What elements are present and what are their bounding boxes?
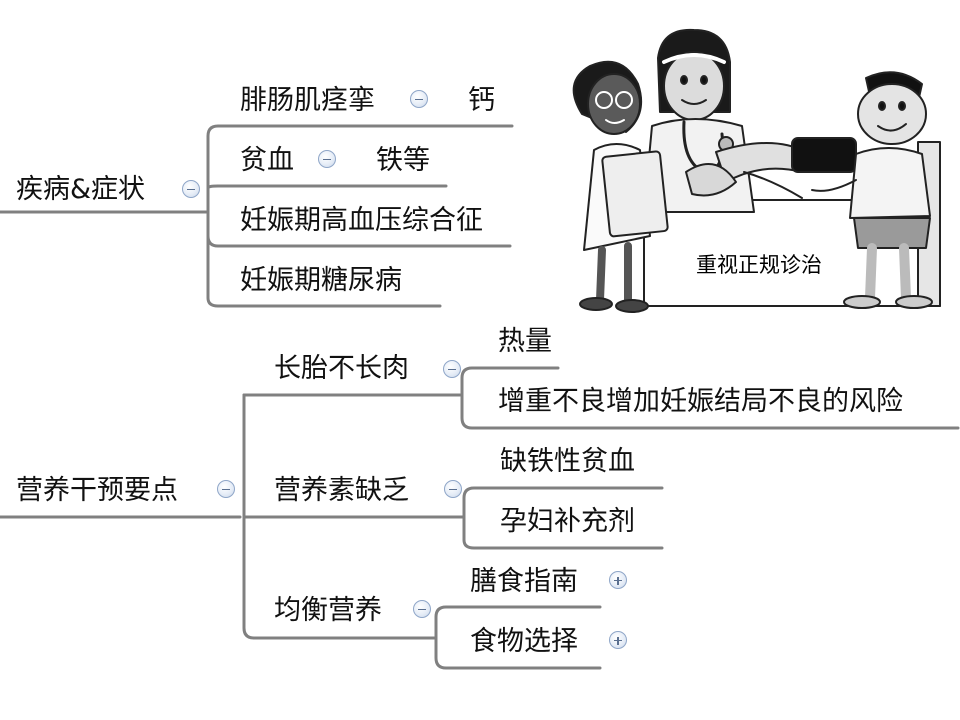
minus-circle-icon	[222, 488, 230, 491]
collapse-toggle-leg-cramp[interactable]	[410, 90, 428, 108]
node-baby-grows-not-mother[interactable]: 长胎不长肉	[274, 353, 409, 384]
node-anemia[interactable]: 贫血	[240, 145, 294, 176]
collapse-toggle-baby-grows[interactable]	[443, 360, 461, 378]
minus-circle-icon	[323, 158, 331, 161]
node-note-calcium[interactable]: 钙	[468, 85, 495, 116]
illustration-caption: 重视正规诊治	[696, 253, 822, 277]
node-gestational-diabetes[interactable]: 妊娠期糖尿病	[240, 265, 402, 296]
minus-circle-icon	[418, 608, 426, 611]
collapse-toggle-disease[interactable]	[182, 180, 200, 198]
expand-toggle-food-choices[interactable]	[609, 631, 627, 649]
node-food-choices[interactable]: 食物选择	[470, 626, 578, 657]
node-prenatal-supplements[interactable]: 孕妇补充剂	[500, 506, 635, 537]
node-calories[interactable]: 热量	[498, 326, 552, 357]
minus-circle-icon	[449, 488, 457, 491]
doctor-children-illustration	[572, 28, 941, 313]
node-gestational-hypertension[interactable]: 妊娠期高血压综合征	[240, 205, 483, 236]
collapse-toggle-anemia[interactable]	[318, 150, 336, 168]
node-nutrient-deficiency[interactable]: 营养素缺乏	[274, 475, 409, 506]
collapse-toggle-nutrient-deficiency[interactable]	[444, 480, 462, 498]
node-poor-weight-gain-risk[interactable]: 增重不良增加妊娠结局不良的风险	[498, 386, 903, 417]
node-nutrition-intervention[interactable]: 营养干预要点	[16, 475, 178, 506]
minus-circle-icon	[415, 98, 423, 101]
minus-circle-icon	[448, 368, 456, 371]
node-iron-deficiency-anemia[interactable]: 缺铁性贫血	[500, 446, 635, 477]
node-leg-cramp[interactable]: 腓肠肌痉挛	[240, 85, 375, 116]
collapse-toggle-nutrition[interactable]	[217, 480, 235, 498]
node-note-iron[interactable]: 铁等	[376, 145, 430, 176]
collapse-toggle-balanced-nutrition[interactable]	[413, 600, 431, 618]
expand-toggle-dietary-guidelines[interactable]	[609, 571, 627, 589]
node-dietary-guidelines[interactable]: 膳食指南	[470, 566, 578, 597]
node-balanced-nutrition[interactable]: 均衡营养	[274, 595, 382, 626]
node-disease-symptoms[interactable]: 疾病&症状	[16, 174, 146, 205]
minus-circle-icon	[187, 188, 195, 191]
